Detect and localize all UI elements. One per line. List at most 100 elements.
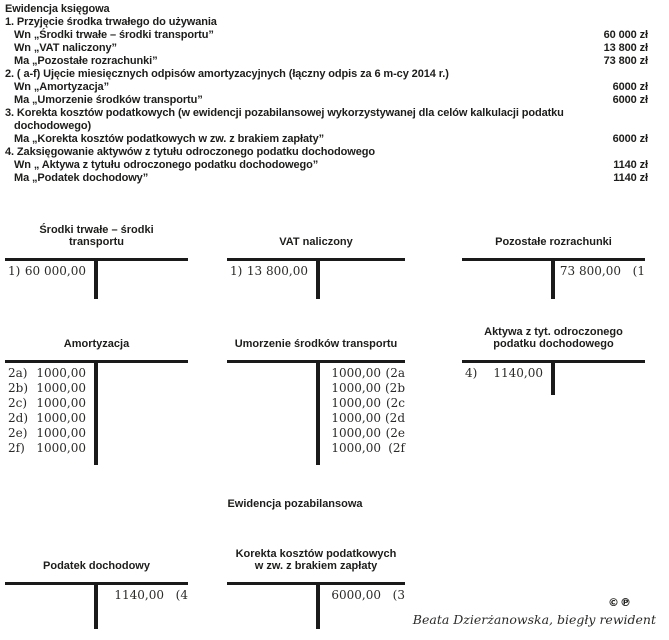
t-divider-bar — [316, 363, 320, 465]
journal-line: Wn „Amortyzacja”6000 zł — [5, 81, 648, 94]
credit-entry: 1000,00 (2a — [324, 366, 405, 381]
credit-entry: 1000,00(2f — [324, 441, 405, 456]
taccount-pozostale-rozrachunki: Pozostałe rozrachunki 73 800,00(1 — [462, 220, 645, 299]
journal-line-text: Wn „Amortyzacja” — [14, 81, 109, 93]
credit-entry: 1140,00 (4 — [102, 588, 188, 603]
journal-line-amount: 60 000 zł — [603, 29, 648, 41]
journal-line-text: Wn „VAT naliczony” — [14, 42, 117, 54]
taccount-title: Amortyzacja — [5, 322, 188, 360]
journal-line-text: 3. Korekta kosztów podatkowych (w ewiden… — [5, 107, 564, 119]
entry-ref: 1) — [230, 264, 243, 278]
journal-line-amount: 1140 zł — [613, 172, 648, 184]
taccount-body: 1000,00 (2a 1000,00 (2b 1000,00(2c 1000,00… — [227, 360, 405, 465]
taccount-korekta-kosztow: Korekta kosztów podatkowych w zw. z brak… — [227, 544, 405, 629]
journal-line: Ma „Umorzenie środków transportu”6000 zł — [5, 94, 648, 107]
journal-line: dochodowego) — [5, 120, 648, 133]
debit-side: 4)1140,00 — [462, 366, 549, 381]
entry-amount: 1140,00 — [114, 588, 164, 602]
taccount-title-line: Korekta kosztów podatkowych — [235, 548, 397, 560]
entry-ref: 2e) — [8, 426, 28, 440]
entry-amount: 60 000,00 — [24, 264, 86, 278]
credit-entry: 1000,00 (2e — [324, 426, 405, 441]
entry-ref: 2f) — [8, 441, 25, 455]
journal-line-amount: 6000 zł — [612, 133, 648, 145]
taccount-body: 4)1140,00 — [462, 360, 645, 395]
entry-amount: 1000,00 — [36, 381, 86, 395]
taccount-title-line: transportu — [69, 236, 124, 248]
t-divider-bar — [94, 585, 98, 629]
t-divider-bar — [94, 261, 98, 299]
credit-side: 73 800,00(1 — [559, 264, 645, 279]
entry-ref: (2b — [385, 381, 405, 395]
taccount-title-line: Umorzenie środków transportu — [234, 338, 398, 350]
taccount-body: 1)13 800,00 — [227, 258, 405, 299]
entry-ref: 2b) — [8, 381, 28, 395]
taccount-title-line: Środki trwałe – środki — [39, 224, 154, 236]
journal-line-text: Wn „Środki trwałe – środki transportu” — [14, 29, 214, 41]
journal-line-text: Ma „Podatek dochodowy” — [14, 172, 149, 184]
credit-entry: 1000,00(2c — [324, 396, 405, 411]
debit-entry: 4)1140,00 — [462, 366, 549, 381]
journal-line: 3. Korekta kosztów podatkowych (w ewiden… — [5, 107, 648, 120]
debit-side: 1)13 800,00 — [227, 264, 314, 279]
entry-ref: (2d — [385, 411, 405, 425]
taccount-body: 6000,00(3 — [227, 582, 405, 629]
entry-amount: 1140,00 — [493, 366, 543, 380]
credit-entry: 6000,00(3 — [324, 588, 405, 603]
journal-line: Wn „Środki trwałe – środki transportu” 60… — [5, 29, 648, 42]
entry-ref: (2e — [385, 426, 405, 440]
journal-line: Ma „Podatek dochodowy” 1140 zł — [5, 172, 648, 185]
taccount-title-line: Aktywa z tyt. odroczonego — [484, 326, 623, 338]
taccount-aktywa-odroczone: Aktywa z tyt. odroczonego podatku dochod… — [462, 322, 645, 395]
t-divider-bar — [551, 261, 555, 299]
taccount-title-line: VAT naliczony — [279, 236, 353, 248]
taccount-title: Podatek dochodowy — [5, 544, 188, 582]
journal-line-text: Ma „Umorzenie środków transportu” — [14, 94, 203, 106]
journal-line-text: 2. ( a-f) Ujęcie miesięcznych odpisów am… — [5, 68, 449, 80]
taccount-body: 73 800,00(1 — [462, 258, 645, 299]
entry-amount: 1000,00 — [331, 381, 381, 395]
journal-line-text: dochodowego) — [14, 120, 92, 132]
debit-entry: 2d) 1000,00 — [5, 411, 92, 426]
debit-entry: 2f)1000,00 — [5, 441, 92, 456]
entry-ref: 2d) — [8, 411, 28, 425]
entry-ref: (2a — [385, 366, 405, 380]
journal-line-text: Ma „Pozostałe rozrachunki” — [14, 55, 158, 67]
entry-ref: 2c) — [8, 396, 28, 410]
credit-side: 1140,00 (4 — [102, 588, 188, 603]
journal-line-amount: 1140 zł — [613, 159, 648, 171]
journal-line-text: 4. Zaksięgowanie aktywów z tytułu odrocz… — [5, 146, 375, 158]
entry-amount: 1000,00 — [331, 366, 381, 380]
debit-entry: 2b) 1000,00 — [5, 381, 92, 396]
taccount-title: Umorzenie środków transportu — [227, 322, 405, 360]
debit-entry: 2e) 1000,00 — [5, 426, 92, 441]
journal-line-text: Ma „Korekta kosztów podatkowych w zw. z … — [14, 133, 325, 145]
taccount-title-line: podatku dochodowego — [493, 338, 614, 350]
debit-entry: 1)60 000,00 — [5, 264, 92, 279]
entry-amount: 73 800,00 — [559, 264, 621, 278]
section-header-text: Ewidencja pozabilansowa — [227, 498, 363, 510]
taccount-srodki-trwale: Środki trwałe – środki transportu 1)60 0… — [5, 220, 188, 299]
taccount-title-line: w zw. z brakiem zapłaty — [254, 560, 378, 572]
entry-ref: (4 — [175, 588, 188, 602]
entry-amount: 1000,00 — [36, 366, 86, 380]
taccount-title: Korekta kosztów podatkowych w zw. z brak… — [227, 544, 405, 582]
taccount-title: Środki trwałe – środki transportu — [5, 220, 188, 258]
entry-amount: 1000,00 — [36, 426, 86, 440]
page-title-text: Ewidencja księgowa — [5, 3, 110, 15]
entry-ref: (2f — [388, 441, 405, 455]
taccount-body: 1)60 000,00 — [5, 258, 188, 299]
entry-amount: 1000,00 — [331, 426, 381, 440]
entry-ref: 1) — [8, 264, 21, 278]
taccount-title-line: Amortyzacja — [63, 338, 130, 350]
debit-entry: 1)13 800,00 — [227, 264, 314, 279]
entry-amount: 1000,00 — [36, 411, 86, 425]
taccount-vat-naliczony: VAT naliczony 1)13 800,00 — [227, 220, 405, 299]
journal-line: Ma „Korekta kosztów podatkowych w zw. z … — [5, 133, 648, 146]
taccount-title-line: Pozostałe rozrachunki — [495, 236, 612, 248]
entry-amount: 1000,00 — [331, 396, 381, 410]
journal-line: Wn „ Aktywa z tytułu odroczonego podatku… — [5, 159, 648, 172]
journal-line: 1. Przyjęcie środka trwałego do używania — [5, 16, 648, 29]
taccount-body: 1140,00 (4 — [5, 582, 188, 629]
author-credit: Beata Dzierżanowska, biegły rewident — [412, 612, 656, 627]
